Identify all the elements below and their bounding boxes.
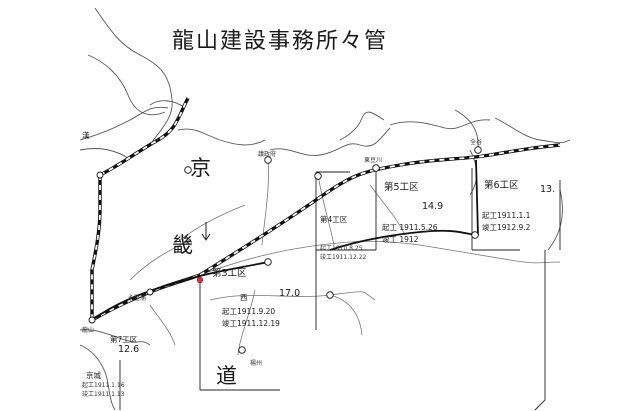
section-3-label: 第3工区: [212, 267, 247, 279]
seoul-area-label: 京城: [86, 370, 101, 380]
station-marker: [471, 231, 479, 239]
north-arrow-icon: [201, 222, 211, 241]
station-marker: [146, 288, 154, 296]
station-marker: [88, 316, 96, 324]
sec6-start-date: 起工1911.1.1: [482, 211, 531, 220]
km-13: 13.: [540, 184, 555, 195]
stations: [88, 146, 482, 354]
map-title: 龍山建設事務所々管: [172, 29, 388, 54]
sec4-start-date: 起工1910.8.25: [320, 244, 363, 252]
section-6-label: 第6工区: [484, 179, 519, 191]
station-marker: [96, 171, 104, 179]
station-label-e: 全谷: [470, 138, 482, 146]
sec5-start-date: 起工 1911.5.26: [382, 223, 438, 232]
km-12-6: 12.6: [118, 344, 139, 355]
sec3-start-date: 起工1911.9.20: [222, 307, 275, 316]
region-kinai: 畿: [172, 233, 193, 257]
km-14-9: 14.9: [422, 201, 443, 212]
station-marker: [474, 146, 482, 154]
river-label: 漢: [82, 130, 90, 140]
section-4-label: 第4工区: [320, 214, 348, 224]
rail-new: [91, 159, 479, 321]
station-marker: [238, 346, 246, 354]
district-boundaries: [119, 168, 561, 411]
sec7-end-date: 竣工1911.1.13: [82, 390, 125, 398]
station-label-f: 楊州: [250, 359, 262, 367]
station-marker: [326, 291, 334, 299]
station-marker: [264, 156, 272, 164]
highlight-station-marker: [196, 276, 204, 284]
sec7-start-date: 起工1911.1.16: [82, 381, 125, 389]
sec4-end-date: 竣工1911.12.22: [320, 253, 367, 261]
section-7-label: 第7工区: [110, 334, 138, 344]
west-label: 西: [240, 293, 248, 302]
region-do: 道: [216, 364, 237, 388]
station-label-d: 東豆川: [364, 156, 382, 164]
station-label-b: 永登浦: [128, 294, 146, 302]
region-kyoto: 京: [190, 156, 211, 180]
section-5-label: 第5工区: [384, 181, 419, 193]
sec5-end-date: 竣工 1912: [382, 234, 419, 244]
km-17: 17.0: [279, 288, 300, 299]
station-marker: [184, 166, 192, 174]
sec6-end-date: 竣工1912.9.2: [482, 222, 531, 232]
station-label-c: 議政府: [258, 150, 276, 158]
station-marker: [314, 172, 322, 180]
station-marker: [372, 164, 380, 172]
station-label-a: 龍山: [82, 326, 94, 334]
rivers: [79, 7, 571, 411]
station-marker: [264, 258, 272, 266]
sec3-end-date: 竣工1911.12.19: [222, 318, 280, 328]
